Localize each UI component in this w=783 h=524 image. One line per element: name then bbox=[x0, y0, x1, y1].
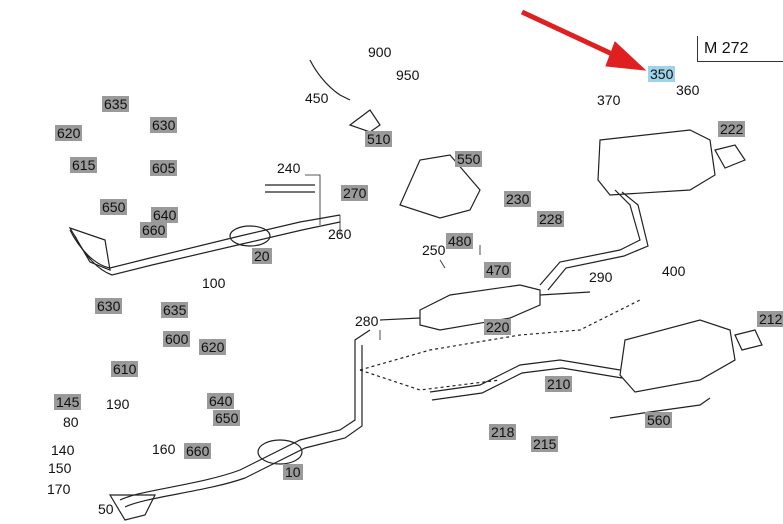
front-pipe-lower-inner bbox=[124, 345, 363, 508]
part-label-160: 160 bbox=[152, 441, 176, 457]
part-label-950: 950 bbox=[396, 67, 420, 83]
part-label-170: 170 bbox=[47, 481, 71, 497]
center-pipe-to-rear-upper bbox=[539, 189, 641, 286]
part-label-50: 50 bbox=[98, 501, 114, 517]
part-label-260: 260 bbox=[328, 226, 352, 242]
rear-muffler-212 bbox=[619, 319, 736, 393]
part-label-212: 212 bbox=[757, 311, 783, 327]
part-label-280: 280 bbox=[355, 313, 379, 329]
part-label-230: 230 bbox=[504, 191, 532, 207]
part-label-250: 250 bbox=[422, 242, 446, 258]
part-label-10: 10 bbox=[283, 464, 303, 480]
part-label-635: 635 bbox=[102, 96, 130, 112]
rear-pipe-210-b bbox=[431, 367, 623, 401]
part-label-630-lower: 630 bbox=[95, 298, 123, 314]
part-label-650: 650 bbox=[100, 199, 128, 215]
part-label-400: 400 bbox=[662, 263, 686, 279]
part-label-290: 290 bbox=[589, 269, 613, 285]
diagram-reference: M 272 bbox=[697, 36, 783, 62]
part-label-80: 80 bbox=[63, 414, 79, 430]
center-silencer-220 bbox=[419, 284, 541, 331]
part-label-600: 600 bbox=[163, 331, 191, 347]
bolt-240 bbox=[265, 184, 315, 193]
part-label-222: 222 bbox=[718, 121, 746, 137]
tailpipe-222 bbox=[714, 144, 746, 169]
part-label-150: 150 bbox=[48, 460, 72, 476]
downpipe-lower bbox=[108, 494, 156, 521]
part-label-510: 510 bbox=[365, 131, 393, 147]
part-label-240: 240 bbox=[277, 160, 301, 176]
part-label-635-lower: 635 bbox=[161, 302, 189, 318]
part-label-270: 270 bbox=[341, 185, 369, 201]
part-label-630: 630 bbox=[150, 117, 178, 133]
leader-lines bbox=[305, 174, 481, 340]
part-label-650-lower: 650 bbox=[213, 410, 241, 426]
part-label-220: 220 bbox=[484, 319, 512, 335]
part-label-140: 140 bbox=[51, 442, 75, 458]
part-label-620-lower: 620 bbox=[199, 339, 227, 355]
bracket-510 bbox=[348, 109, 381, 133]
part-label-218: 218 bbox=[489, 424, 517, 440]
part-label-370: 370 bbox=[597, 92, 621, 108]
part-label-605: 605 bbox=[150, 160, 178, 176]
downpipe-left bbox=[68, 226, 111, 271]
dashed-guide-1 bbox=[359, 299, 641, 371]
catalytic-converter-10 bbox=[257, 439, 303, 465]
center-pipe-to-rear-upper-b bbox=[547, 191, 649, 291]
sensor-cable-450 bbox=[309, 59, 351, 101]
rear-muffler-222 bbox=[597, 129, 716, 196]
part-label-615: 615 bbox=[70, 157, 98, 173]
part-label-640: 640 bbox=[151, 207, 179, 223]
part-label-660: 660 bbox=[140, 222, 168, 238]
center-pipe bbox=[379, 291, 591, 321]
part-label-360: 360 bbox=[676, 82, 700, 98]
red-arrow bbox=[520, 9, 647, 71]
part-label-470: 470 bbox=[484, 262, 512, 278]
part-label-620: 620 bbox=[55, 125, 83, 141]
front-pipe-upper bbox=[69, 214, 341, 269]
rear-pipe-210 bbox=[429, 359, 621, 393]
part-label-228: 228 bbox=[537, 211, 565, 227]
part-label-350-highlighted[interactable]: 350 bbox=[648, 66, 676, 82]
part-label-640-lower: 640 bbox=[207, 393, 235, 409]
part-label-610: 610 bbox=[111, 361, 139, 377]
part-label-900: 900 bbox=[368, 44, 392, 60]
part-label-215: 215 bbox=[531, 436, 559, 452]
part-label-560: 560 bbox=[645, 412, 673, 428]
sensor-560 bbox=[609, 397, 711, 419]
dashed-guide-2 bbox=[359, 369, 501, 391]
part-label-660-lower: 660 bbox=[184, 443, 212, 459]
part-label-550: 550 bbox=[455, 151, 483, 167]
part-label-190: 190 bbox=[106, 396, 130, 412]
part-label-210: 210 bbox=[545, 376, 573, 392]
part-label-145: 145 bbox=[54, 394, 82, 410]
part-label-480: 480 bbox=[446, 233, 474, 249]
part-label-100: 100 bbox=[202, 275, 226, 291]
front-pipe-lower bbox=[119, 329, 371, 501]
part-label-20: 20 bbox=[252, 248, 272, 264]
tailpipe-212 bbox=[734, 329, 763, 351]
part-label-450: 450 bbox=[305, 90, 329, 106]
catalytic-converter-20 bbox=[229, 225, 271, 247]
heat-shield-550 bbox=[399, 154, 481, 219]
